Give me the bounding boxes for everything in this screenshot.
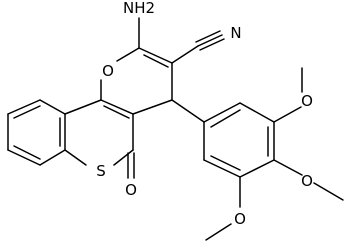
amino-label: NH2: [123, 0, 155, 17]
ring-sulfur-label: S: [96, 162, 106, 180]
methoxy-oxygen-top-label: O: [301, 92, 313, 110]
amino-nitrile-substituents: [138, 17, 225, 64]
trimethoxyphenyl-ring: [171, 99, 275, 178]
pyran-ring: [100, 47, 173, 115]
methoxy-oxygen-bottom-label: O: [234, 210, 246, 228]
methoxy-oxygen-mid-label: O: [301, 172, 313, 190]
benzo-ring: [7, 99, 66, 166]
nitrile-n-label: N: [230, 24, 241, 42]
ring-oxygen-label: O: [102, 62, 114, 80]
thiopyran-ring: [64, 99, 135, 179]
methoxy-groups: [205, 67, 344, 241]
carbonyl-oxygen-label: O: [125, 181, 137, 199]
